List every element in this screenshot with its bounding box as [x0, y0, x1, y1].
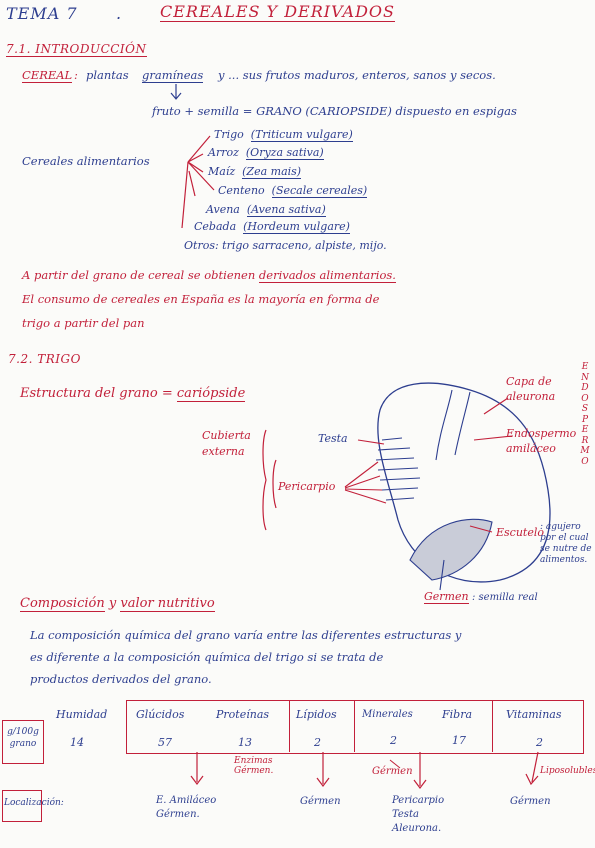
value-vitaminas: 2 — [536, 736, 543, 749]
header-vitaminas: Vitaminas — [506, 708, 562, 721]
composicion-line2: es diferente a la composición química de… — [30, 650, 384, 664]
header-lipidos: Lípidos — [296, 708, 337, 721]
cereal-text-c: y ... sus frutos maduros, enteros, sanos… — [218, 68, 496, 82]
note-proteinas: Enzimas Gérmen. — [234, 756, 274, 776]
note-minerales: Gérmen — [372, 766, 413, 777]
paragraph-derivados: A partir del grano de cereal se obtienen… — [22, 268, 396, 283]
value-fibra: 17 — [452, 734, 466, 747]
composicion-line1: La composición química del grano varía e… — [30, 628, 462, 642]
cereal-text-gramineas: gramíneas — [142, 68, 204, 83]
section-heading-trigo: 7.2. TRIGO — [8, 352, 81, 366]
label-cubierta-externa: Cubierta externa — [202, 429, 251, 458]
localizacion-label: Localización: — [4, 798, 64, 808]
header-fibra: Fibra — [442, 708, 473, 721]
label-endospermo-vertical: ENDOSPERMO — [580, 362, 590, 467]
localizacion-box — [2, 790, 42, 822]
label-pericarpio: Pericarpio — [278, 480, 336, 493]
unit-label-box — [2, 720, 44, 764]
cereal-label: CEREAL — [22, 68, 73, 83]
value-lipidos: 2 — [314, 736, 321, 749]
estructura-grano: Estructura del grano = cariópside — [20, 386, 246, 402]
cereal-trigo: Trigo (Triticum vulgare) — [214, 128, 353, 142]
cereal-arroz: Arroz (Oryza sativa) — [208, 146, 324, 160]
escutelo-description: : agujero por el cual se nutre de alimen… — [540, 522, 592, 565]
cereal-text-a: plantas — [86, 68, 129, 82]
label-escutelo: Escutelo — [496, 526, 544, 539]
header-dot: . — [116, 4, 123, 23]
composicion-line3: productos derivados del grano. — [30, 672, 212, 686]
header-humidad: Humidad — [56, 708, 108, 721]
cereal-colon: : — [74, 68, 78, 82]
germen-description: : semilla real — [472, 592, 538, 603]
cereal-cebada: Cebada (Hordeum vulgare) — [194, 220, 350, 234]
location-glucidos: E. Amiláceo Gérmen. — [156, 795, 217, 820]
value-glucidos: 57 — [158, 736, 172, 749]
label-testa: Testa — [318, 432, 348, 445]
label-germen: Germen — [424, 590, 469, 604]
section-heading-introduccion: 7.1. INTRODUCCIÓN — [6, 42, 147, 57]
cereal-avena: Avena (Avena sativa) — [206, 203, 326, 217]
unit-label: g/100g grano — [7, 727, 39, 749]
header-proteinas: Proteínas — [216, 708, 270, 721]
value-humidad: 14 — [70, 736, 84, 749]
fruto-line: fruto + semilla = GRANO (CARIOPSIDE) dis… — [152, 104, 517, 118]
paragraph-consumo-line2: trigo a partir del pan — [22, 316, 145, 330]
value-proteinas: 13 — [238, 736, 252, 749]
page-title: CEREALES Y DERIVADOS — [160, 2, 396, 22]
location-vitaminas: Gérmen — [510, 796, 551, 807]
location-lipidos: Gérmen — [300, 796, 341, 807]
location-minerales: Pericarpio Testa Aleurona. — [392, 795, 445, 834]
value-minerales: 2 — [390, 734, 397, 747]
label-capa-aleurona: Capa de aleurona — [506, 375, 556, 403]
cereal-maiz: Maíz (Zea mais) — [208, 165, 302, 179]
note-vitaminas: Liposolubles — [540, 766, 595, 776]
header-glucidos: Glúcidos — [136, 708, 185, 721]
paragraph-consumo-line1: El consumo de cereales en España es la m… — [22, 292, 380, 306]
header-minerales: Minerales — [362, 709, 413, 720]
section-heading-composicion: Composición y valor nutritivo — [20, 596, 215, 612]
label-endospermo-amilaceo: Endospermo amiláceo — [506, 427, 577, 455]
otros-cereales: Otros: trigo sarraceno, alpiste, mijo. — [184, 239, 387, 252]
cereales-alimentarios-label: Cereales alimentarios — [22, 154, 150, 168]
tema-number: TEMA 7 — [6, 4, 78, 23]
cereal-centeno: Centeno (Secale cereales) — [218, 184, 368, 198]
composition-table-box — [126, 700, 584, 754]
